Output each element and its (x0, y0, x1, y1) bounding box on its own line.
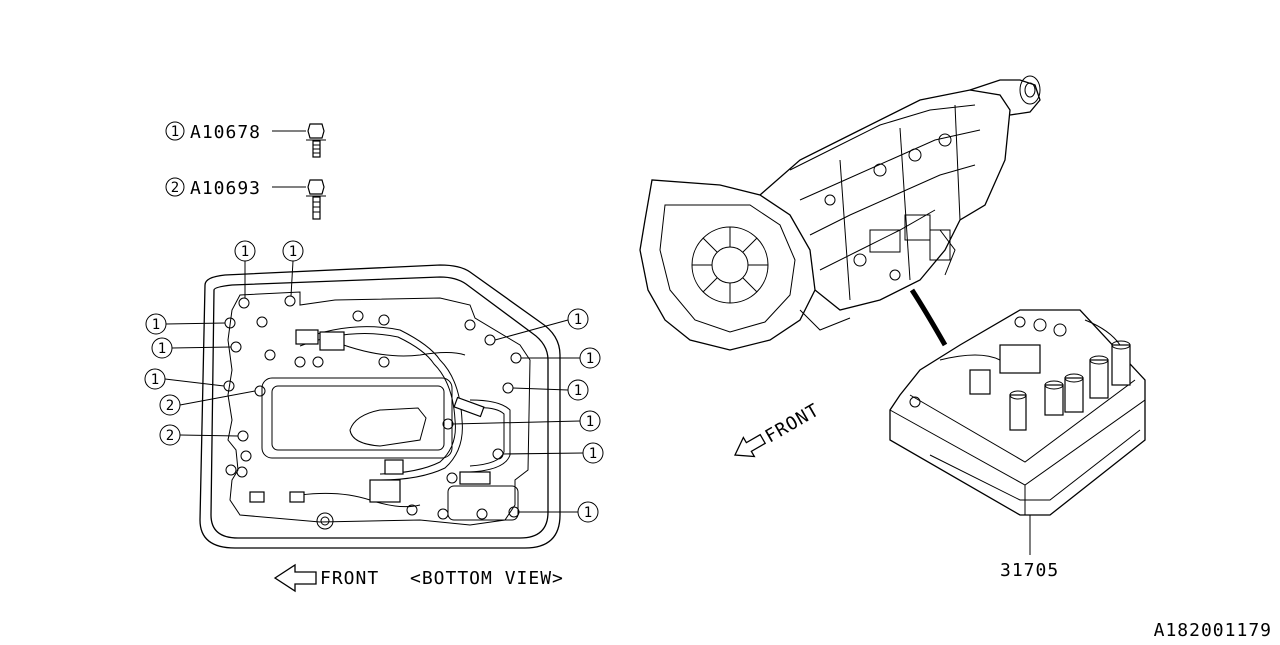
callout-label: 1 (584, 505, 592, 521)
callout-label: 1 (241, 244, 249, 260)
callout-label: 1 (152, 317, 160, 333)
valve-body-bottom-view (199, 264, 561, 549)
part-number: 31705 (1000, 560, 1059, 581)
callout-label: 1 (589, 446, 597, 462)
bolt-icon (306, 123, 326, 158)
callout-label: 1 (289, 244, 297, 260)
callout-label: 2 (166, 398, 174, 414)
front-label-3d: FRONT (762, 400, 824, 448)
callout-label: 1 (151, 372, 159, 388)
front-arrow-icon (273, 563, 317, 593)
legend-num-1: 1 (171, 124, 179, 140)
callout-label: 1 (586, 414, 594, 430)
legend-num-2: 2 (171, 180, 179, 196)
callouts-left: 1 1 1 2 2 (144, 313, 256, 446)
front-arrow-icon (734, 433, 767, 458)
callout-label: 1 (574, 383, 582, 399)
legend-part-2: A10693 (190, 178, 261, 199)
callout-label: 1 (158, 341, 166, 357)
legend-part-1: A10678 (190, 122, 261, 143)
front-label: FRONT (320, 568, 379, 589)
callout-label: 2 (166, 428, 174, 444)
callout-label: 1 (586, 351, 594, 367)
legend-item-1: 1 A10678 (165, 121, 326, 158)
callouts-right: 1 1 1 1 1 1 (452, 308, 604, 523)
transmission-assembly (639, 75, 1041, 351)
control-valve-body (889, 309, 1146, 555)
view-label: <BOTTOM VIEW> (410, 568, 564, 589)
callout-label: 1 (574, 312, 582, 328)
callouts-top: 1 1 (234, 240, 304, 298)
legend-item-2: 2 A10693 (165, 177, 326, 220)
bolt-icon (306, 179, 326, 220)
diagram-id: A182001179 (1154, 620, 1272, 640)
